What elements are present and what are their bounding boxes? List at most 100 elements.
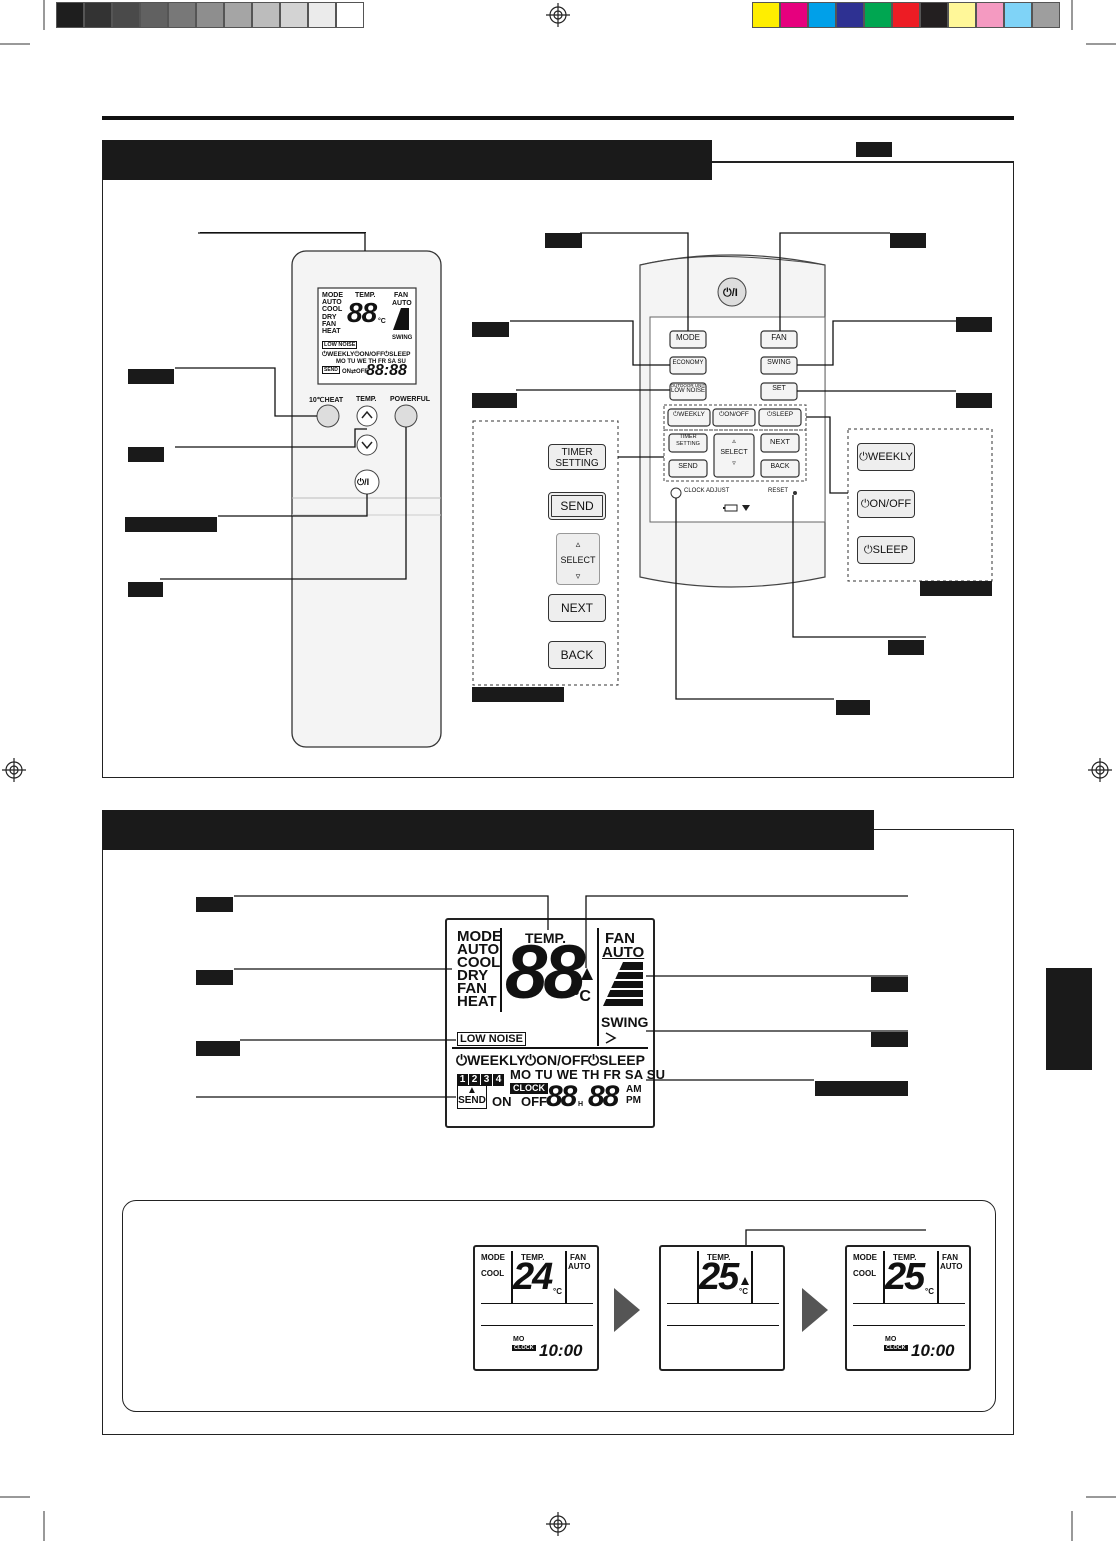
panel-send-arrow bbox=[741, 1277, 749, 1285]
gray-swatch bbox=[224, 2, 252, 28]
lcd-divider-left bbox=[500, 928, 502, 1012]
color-swatch bbox=[836, 2, 864, 28]
big-lcd bbox=[445, 918, 655, 1128]
example-panel: MODE COOL TEMP. 24 °C FAN AUTO MO CLOCK … bbox=[473, 1245, 599, 1371]
chapter-side-tab bbox=[1046, 968, 1092, 1070]
gray-swatch bbox=[252, 2, 280, 28]
panel-mode: MODE bbox=[481, 1253, 505, 1262]
big-minute: 88 bbox=[588, 1080, 619, 1113]
zoom-next-button: NEXT bbox=[548, 594, 606, 622]
gray-swatch bbox=[56, 2, 84, 28]
big-send-box: ▲SEND bbox=[457, 1085, 487, 1109]
big-fan-label: FAN bbox=[605, 930, 635, 947]
reset-label: RESET bbox=[768, 488, 789, 494]
panel-temp: 24 bbox=[513, 1256, 553, 1298]
select-label: ▵SELECT▿ bbox=[720, 438, 748, 467]
clock-adjust-label: CLOCK ADJUST bbox=[684, 488, 730, 494]
mini-days: MO TU WE TH FR SA SU bbox=[336, 359, 406, 365]
send-button bbox=[668, 459, 708, 478]
sleep-label: ⏻SLEEP bbox=[766, 411, 794, 418]
select-button bbox=[713, 433, 755, 478]
gray-swatch bbox=[140, 2, 168, 28]
onoff-label: ⏻ON/OFF bbox=[719, 411, 749, 418]
sleep-button bbox=[758, 408, 802, 427]
onoff-button bbox=[712, 408, 756, 427]
outdoor-low-noise-button bbox=[669, 382, 707, 401]
color-swatch bbox=[752, 2, 780, 28]
gray-swatch bbox=[168, 2, 196, 28]
header-rule bbox=[102, 116, 1014, 120]
set-label: SET bbox=[772, 385, 786, 392]
back-button bbox=[760, 459, 800, 478]
example-panel: MODE COOL TEMP. 25 °C FAN AUTO MO CLOCK … bbox=[845, 1245, 971, 1371]
color-swatch bbox=[1004, 2, 1032, 28]
big-low-noise: LOW NOISE bbox=[457, 1032, 526, 1046]
color-swatch bbox=[864, 2, 892, 28]
mini-fan-auto: AUTO bbox=[392, 300, 412, 307]
tag-reset bbox=[888, 640, 924, 655]
tag-timer-buttons bbox=[920, 581, 992, 596]
back-label: BACK bbox=[770, 463, 790, 470]
panel-fan-value: AUTO bbox=[940, 1262, 963, 1271]
section1-title-bar bbox=[102, 140, 712, 180]
section1-page-tag bbox=[856, 142, 892, 157]
fan-button bbox=[760, 330, 798, 349]
panel-clock: CLOCK bbox=[884, 1345, 908, 1351]
tag-powerful bbox=[128, 582, 163, 597]
color-swatch bbox=[920, 2, 948, 28]
mini-send: SEND bbox=[322, 366, 340, 374]
display-leader bbox=[200, 232, 366, 234]
panel-unit: °C bbox=[925, 1287, 934, 1296]
gray-swatch bbox=[84, 2, 112, 28]
economy-label: ECONOMY bbox=[672, 360, 704, 366]
temp-label: TEMP. bbox=[356, 396, 377, 403]
color-swatch bbox=[808, 2, 836, 28]
panel-temp: 25 bbox=[699, 1256, 739, 1298]
mini-onoff: ON⇄OFF bbox=[342, 369, 369, 375]
open-power-label: ⏻/I bbox=[723, 287, 738, 299]
big-weekly: ⏻WEEKLY bbox=[456, 1052, 526, 1068]
mini-time-digits: 88:88 bbox=[366, 362, 407, 379]
remote-lcd bbox=[317, 287, 417, 385]
tag-timer-display bbox=[815, 1081, 908, 1096]
big-unit: °C bbox=[573, 988, 591, 1005]
tag-mode bbox=[545, 233, 582, 248]
tag-low-noise-display bbox=[196, 1041, 240, 1056]
tag-outdoor-low-noise bbox=[472, 393, 517, 408]
gray-swatch bbox=[112, 2, 140, 28]
tag-clock-adjust bbox=[836, 700, 870, 715]
mini-temp-digits: 88 bbox=[347, 297, 377, 328]
big-onoff: ⏻ON/OFF bbox=[525, 1052, 589, 1068]
big-temp-label: TEMP. bbox=[525, 930, 566, 946]
battery-icon bbox=[723, 504, 750, 512]
tag-power bbox=[125, 517, 217, 532]
section1-tag-line bbox=[712, 161, 1014, 163]
temp-up-button bbox=[356, 405, 378, 427]
big-clock-badge: CLOCK bbox=[510, 1083, 548, 1094]
tag-swing-display bbox=[871, 1032, 908, 1047]
tag-temp bbox=[128, 447, 164, 462]
panel-mode-value: COOL bbox=[853, 1269, 877, 1278]
tag-heat10 bbox=[128, 369, 174, 384]
example-panel: TEMP. 25 °C bbox=[659, 1245, 785, 1371]
section2-title-bar bbox=[102, 810, 874, 850]
fan-label: FAN bbox=[771, 333, 787, 342]
big-h: H bbox=[578, 1101, 584, 1108]
reset-hole bbox=[793, 491, 797, 495]
tag-fan-display bbox=[871, 977, 908, 992]
tag-swing bbox=[956, 317, 992, 332]
power-symbol: ⏻/I bbox=[357, 477, 370, 487]
open-power-button bbox=[717, 277, 747, 307]
color-swatch bbox=[892, 2, 920, 28]
next-label: NEXT bbox=[769, 437, 790, 446]
zoom-sleep-button: ⏻SLEEP bbox=[857, 536, 915, 564]
gray-swatch bbox=[280, 2, 308, 28]
big-temp-arrow bbox=[581, 968, 593, 980]
color-swatch bbox=[1032, 2, 1060, 28]
